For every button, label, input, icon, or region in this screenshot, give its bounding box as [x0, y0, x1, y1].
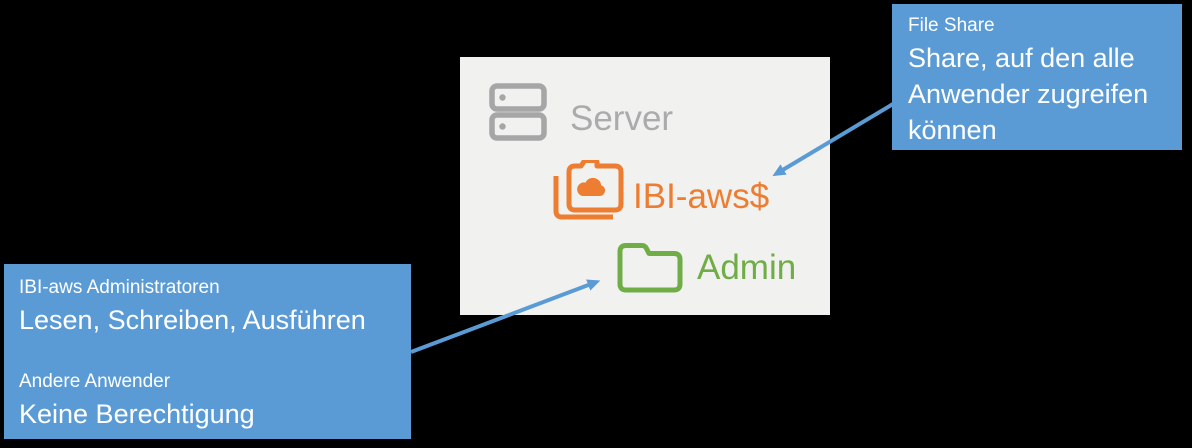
permissions-group2-name: Andere Anwender: [19, 371, 171, 392]
callout-permissions: IBI-aws Administratoren Lesen, Schreiben…: [4, 264, 411, 439]
permissions-spacer: [19, 338, 399, 368]
admin-folder-label: Admin: [697, 248, 797, 287]
server-label: Server: [570, 99, 674, 138]
folder-icon: [617, 243, 683, 293]
callout-file-share: File Share Share, auf den alle Anwender …: [892, 4, 1182, 150]
shared-folder-cloud-icon: [553, 160, 624, 220]
callout-file-share-body: Share, auf den alle Anwender zugreifen k…: [908, 43, 1149, 145]
share-name-label: IBI-aws$: [633, 177, 770, 216]
server-panel: [460, 57, 830, 315]
permissions-group2-rights: Keine Berechtigung: [19, 399, 255, 429]
permissions-group1-rights: Lesen, Schreiben, Ausführen: [19, 305, 366, 335]
callout-file-share-title: File Share: [908, 15, 995, 36]
permissions-group1-name: IBI-aws Administratoren: [19, 277, 220, 298]
server-icon: [489, 83, 547, 141]
